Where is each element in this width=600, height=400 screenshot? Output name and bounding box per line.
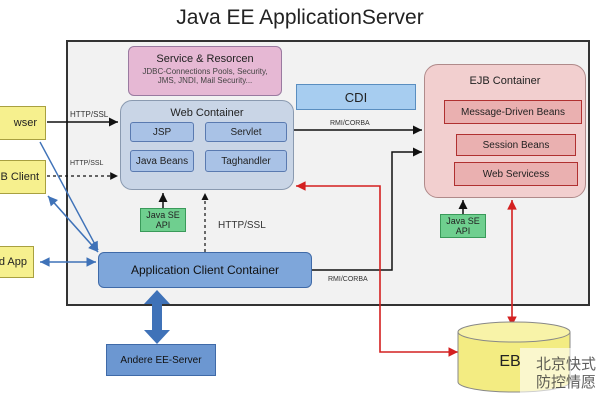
watermark-line2: 防控情愿 bbox=[535, 374, 596, 391]
ejb-client: EJB Client bbox=[0, 160, 46, 194]
browser-to-app-client-arrow bbox=[39, 141, 99, 251]
app-client-andere-double-arrow bbox=[144, 290, 170, 344]
java-se-api-ejb-line1: Java SE bbox=[446, 216, 480, 226]
ejb-container-title: EJB Container bbox=[469, 75, 541, 87]
app-client: d App bbox=[0, 246, 34, 278]
http-ssl-center-label: HTTP/SSL bbox=[218, 220, 266, 231]
jsp-box: JSP bbox=[130, 122, 194, 142]
service-title: Service & Resorcen bbox=[156, 53, 254, 65]
web-container: Web Container bbox=[120, 100, 294, 190]
ejb-client-to-app-client-arrow bbox=[47, 195, 99, 253]
web-services-box: Web Servicess bbox=[454, 162, 578, 186]
java-beans-box: Java Beans bbox=[130, 150, 194, 172]
watermark-line1: 北京快式 bbox=[535, 356, 596, 373]
browser-client: wser bbox=[0, 106, 46, 140]
http-ssl-mid-label: HTTP/SSL bbox=[70, 160, 104, 167]
http-ssl-top-label: HTTP/SSL bbox=[70, 110, 109, 119]
java-se-api-web-line1: Java SE bbox=[146, 210, 180, 220]
service-detail-1: JDBC-Connections Pools, Security, bbox=[142, 67, 268, 76]
watermark: 北京快式 防控情愿 bbox=[520, 348, 600, 400]
andere-ee-server: Andere EE-Server bbox=[106, 344, 216, 376]
message-driven-beans-box: Message-Driven Beans bbox=[444, 100, 582, 124]
web-to-db-red-arrow bbox=[296, 181, 458, 357]
web-container-title: Web Container bbox=[170, 107, 244, 119]
service-detail-2: JMS, JNDI, Mail Security... bbox=[157, 76, 253, 85]
database-label: EB bbox=[499, 353, 521, 370]
servlet-box: Servlet bbox=[205, 122, 287, 142]
taghandler-box: Taghandler bbox=[205, 150, 287, 172]
rmi-corba-top-label: RMI/CORBA bbox=[330, 120, 370, 127]
app-client-to-ejb-arrow bbox=[312, 147, 422, 271]
service-resources-box: Service & Resorcen JDBC-Connections Pool… bbox=[128, 46, 282, 96]
java-se-api-web: Java SE API bbox=[140, 208, 186, 232]
session-beans-box: Session Beans bbox=[456, 134, 576, 156]
java-se-api-ejb-line2: API bbox=[455, 226, 471, 236]
page-title: Java EE ApplicationServer bbox=[176, 6, 424, 29]
java-se-api-web-line2: API bbox=[155, 220, 171, 230]
cdi-box: CDI bbox=[296, 84, 416, 110]
